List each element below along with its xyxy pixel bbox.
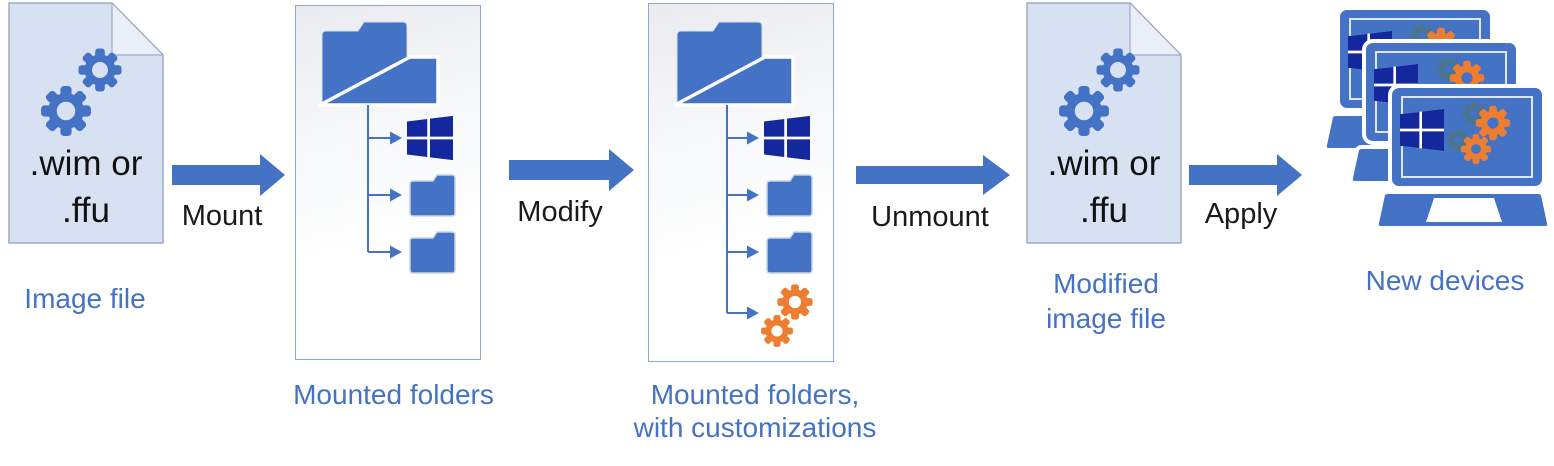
- right-arrow-icon: [856, 155, 1010, 195]
- modify-arrow-label: Modify: [517, 196, 603, 228]
- mounted-folders-tree: [318, 20, 456, 274]
- gear-icon: [41, 48, 122, 136]
- open-folder-icon: [318, 20, 440, 107]
- caption-line1: Modified: [1053, 268, 1159, 299]
- right-arrow-icon: [509, 149, 634, 191]
- windows-logo-icon: [764, 115, 810, 161]
- mounted-folders-caption: Mounted folders: [293, 379, 494, 410]
- file-text-line1: .wim or: [1047, 144, 1161, 183]
- file-text-line2: .ffu: [1079, 191, 1128, 230]
- modified-image-file-caption: Modified image file: [1016, 266, 1196, 336]
- folder-icon: [409, 174, 456, 217]
- new-devices-icon: [1316, 2, 1554, 240]
- apply-arrow-label: Apply: [1204, 198, 1278, 230]
- unmount-arrow-label: Unmount: [871, 201, 989, 233]
- mounted-folders-customized-caption: Mounted folders, with customizations: [626, 378, 884, 444]
- image-file-extension-text: .wim or .ffu: [10, 140, 162, 234]
- file-icon: [1026, 2, 1182, 244]
- file-text-line1: .wim or: [29, 144, 143, 183]
- new-devices-caption: New devices: [1365, 265, 1525, 296]
- folder-icon: [409, 231, 456, 274]
- file-icon: [8, 2, 164, 244]
- mounted-folders-customized-tree: [673, 20, 813, 347]
- windows-logo-icon: [407, 115, 453, 161]
- folder-icon: [766, 231, 813, 274]
- right-arrow-icon: [172, 154, 285, 196]
- file-text-line2: .ffu: [61, 191, 110, 230]
- caption-line1: Mounted folders,: [650, 379, 860, 410]
- modified-image-file-extension-text: .wim or .ffu: [1028, 140, 1180, 234]
- mount-arrow-label: Mount: [181, 200, 263, 232]
- laptop-icon: [1377, 86, 1549, 228]
- image-file-caption: Image file: [24, 283, 146, 314]
- open-folder-icon: [673, 20, 795, 107]
- right-arrow-icon: [1189, 154, 1302, 196]
- gear-icon: [1059, 48, 1140, 136]
- folder-icon: [766, 174, 813, 217]
- gear-icon: [761, 284, 813, 347]
- caption-line2: with customizations: [633, 412, 877, 443]
- folded-corner: [111, 2, 164, 56]
- folded-corner: [1129, 2, 1182, 56]
- caption-line2: image file: [1046, 303, 1166, 334]
